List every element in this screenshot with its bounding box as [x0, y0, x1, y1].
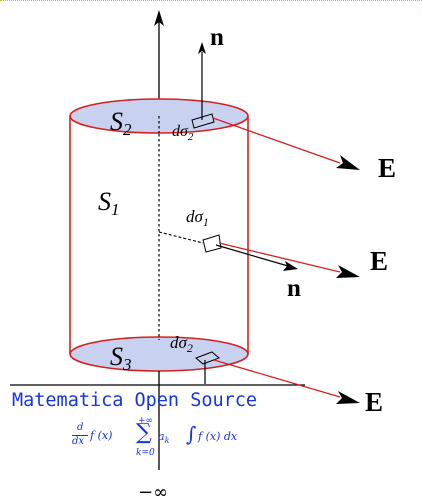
- bottom-cap-s3: [69, 336, 249, 372]
- top-field-e-line: [212, 117, 341, 164]
- label-s1: S1: [98, 187, 120, 219]
- label-dsigma-mid: dσ1: [186, 207, 209, 229]
- top-normal-arrowhead: [198, 42, 206, 54]
- negative-infinity-label: −∞: [138, 482, 169, 503]
- label-dsigma-top: dσ2: [172, 123, 194, 143]
- top-dotted-border: [0, 0, 422, 3]
- label-e-top: E: [378, 153, 396, 183]
- label-n-top: n: [210, 24, 224, 51]
- label-e-bottom: E: [365, 387, 383, 417]
- sum-lower-limit: k=0: [136, 448, 155, 458]
- sum-symbol: ∑: [136, 420, 152, 445]
- label-e-mid: E: [370, 246, 388, 276]
- top-field-e-arrowhead: [336, 155, 360, 170]
- derivative-denominator: dx: [72, 436, 85, 447]
- integral-function: f (x) dx: [198, 430, 238, 443]
- bottom-field-e-line: [213, 359, 341, 398]
- derivative-function: f (x): [90, 429, 113, 442]
- axis-arrowhead: [154, 10, 164, 26]
- derivative-numerator: d: [77, 422, 84, 433]
- label-s2: S2: [110, 107, 132, 139]
- bottom-surface-element: [195, 351, 220, 365]
- mid-field-e-line: [218, 242, 341, 273]
- derivative-bar: [72, 435, 88, 436]
- sum-term: ak: [158, 430, 170, 446]
- watermark-title: Matematica Open Source: [12, 390, 258, 411]
- watermark-formulas: d dx f (x) +∞ ∑ k=0 ak ∫ f (x) dx: [70, 416, 270, 464]
- integral-symbol: ∫: [186, 422, 197, 446]
- mid-surface-element: [202, 234, 222, 253]
- top-surface-element: [191, 113, 215, 129]
- mid-surface-dashed-link: [158, 231, 204, 244]
- mid-normal-vector: [215, 244, 289, 267]
- mid-normal-arrowhead: [283, 261, 298, 271]
- bottom-field-e-arrowhead: [336, 391, 360, 404]
- label-dsigma-bottom: dσ2: [170, 333, 193, 355]
- sum-upper-limit: +∞: [138, 416, 154, 426]
- label-s3: S3: [110, 342, 132, 374]
- mid-field-e-arrowhead: [336, 265, 360, 278]
- label-n-mid: n: [287, 275, 301, 302]
